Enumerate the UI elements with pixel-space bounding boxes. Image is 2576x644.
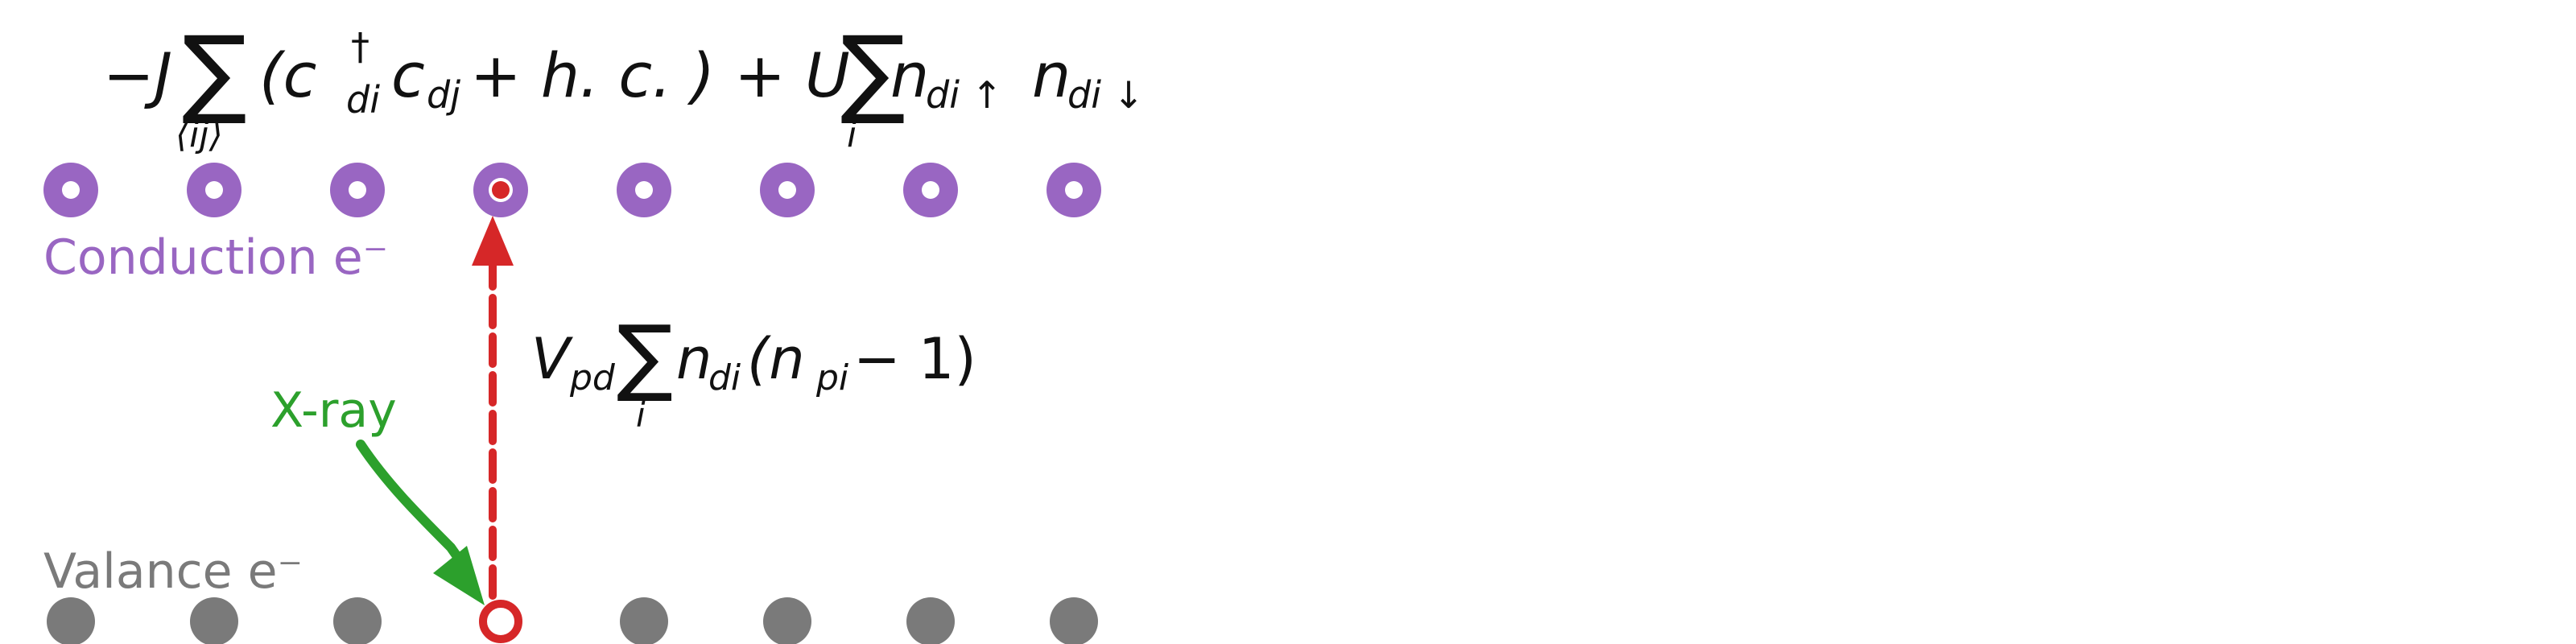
excitation-arrowhead [472, 216, 514, 266]
core-hole-site [479, 600, 522, 643]
hopping-tail: + h. c. ) + U [470, 39, 850, 111]
hubbard-n1: n [890, 39, 929, 111]
hubbard-n2: n [1032, 39, 1071, 111]
xray-arrow [356, 440, 467, 568]
hubbard-subscript-down: di ↓ [1067, 73, 1144, 117]
valance-site [906, 597, 955, 644]
valance-site-row [47, 597, 1098, 644]
core-hole-sum-symbol: ∑ [617, 307, 673, 405]
core-hole-tail: − 1) [853, 326, 976, 392]
valance-label: Valance e⁻ [43, 543, 303, 600]
valance-site [1050, 597, 1098, 644]
core-hole-v: V [531, 326, 573, 392]
hopping-prefix: −J [103, 39, 172, 111]
valance-site [47, 597, 95, 644]
conduction-site-center [349, 181, 366, 199]
hopping-body: (c [259, 39, 316, 111]
excited-electron [492, 181, 510, 199]
hopping-sum-symbol: ∑ [182, 16, 247, 128]
hamiltonian-equation: −J ∑ ⟨ij⟩ (c † di c dj + h. c. ) + U ∑ i… [103, 16, 1144, 155]
hubbard-subscript-up: di ↑ [926, 73, 1002, 117]
dagger-superscript: † [351, 25, 369, 68]
valance-site [333, 597, 382, 644]
core-hole-v-subscript: pd [569, 357, 616, 398]
conduction-site-row [43, 163, 1101, 217]
conduction-site-center [205, 181, 223, 199]
conduction-site-center [922, 181, 939, 199]
hopping-subscript-di: di [346, 78, 380, 122]
valance-site [190, 597, 238, 644]
conduction-label: Conduction e⁻ [43, 229, 388, 286]
conduction-site-center [635, 181, 653, 199]
hopping-c2: c [391, 39, 425, 111]
core-hole-n1: n [676, 326, 712, 392]
hopping-subscript-dj: dj [427, 73, 460, 117]
core-hole-paren-open: (n [747, 326, 805, 392]
xray-label: X-ray [270, 382, 397, 439]
valance-site [763, 597, 811, 644]
hubbard-sum-symbol: ∑ [840, 16, 906, 128]
hubbard-sum-index: i [847, 114, 857, 155]
valance-site [620, 597, 668, 644]
conduction-site-center [778, 181, 796, 199]
core-hole-n2-subscript: pi [815, 357, 849, 398]
hopping-sum-index: ⟨ij⟩ [175, 114, 223, 155]
conduction-site-center [62, 181, 80, 199]
core-hole-term: V pd ∑ i n di (n pi − 1) [531, 307, 976, 435]
xray-arrowhead [433, 546, 485, 605]
core-hole-sum-index: i [636, 395, 646, 435]
conduction-site-center [1065, 181, 1083, 199]
core-hole-n1-subscript: di [708, 357, 741, 398]
